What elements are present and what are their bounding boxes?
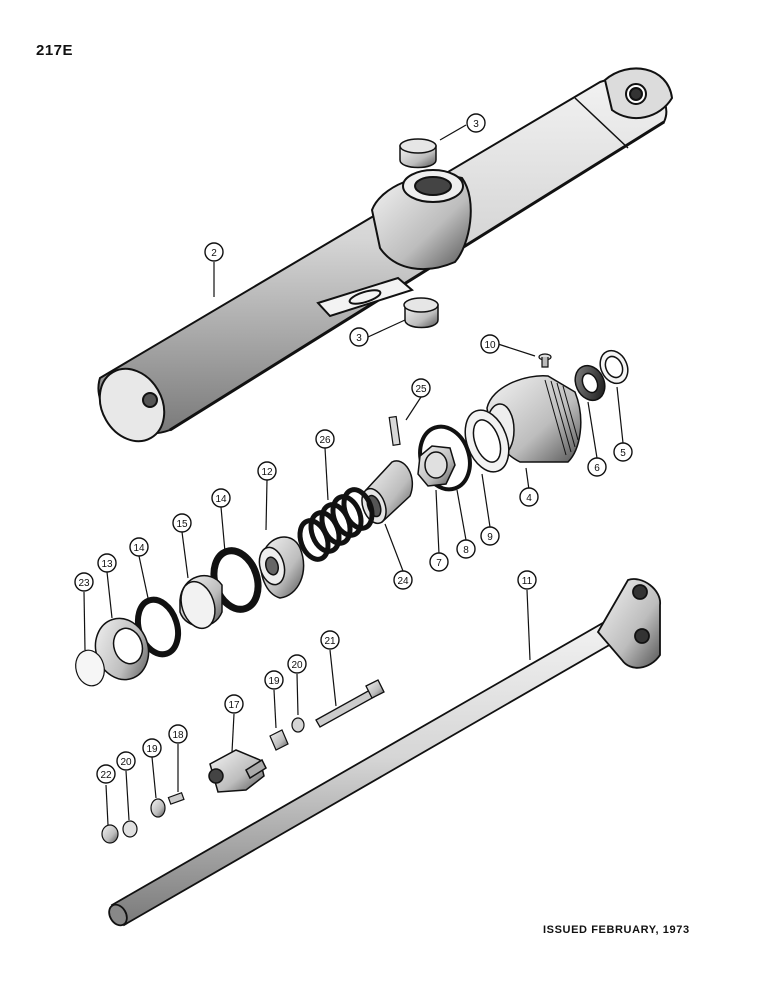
issued-date: ISSUED FEBRUARY, 1973: [543, 924, 690, 936]
callout-bubbles: [74, 113, 633, 784]
callout-13: 13: [101, 559, 113, 570]
nut: [101, 824, 119, 844]
piston-cap: [94, 617, 150, 681]
callout-22: 22: [100, 770, 112, 781]
bolt: [315, 679, 385, 728]
ball-seat-lower: [150, 798, 166, 818]
callout-3b: 3: [356, 333, 362, 344]
callout-10: 10: [484, 340, 496, 351]
packing-nut: [417, 445, 456, 487]
piston-rod: [108, 578, 661, 927]
piston: [258, 536, 305, 599]
callout-20b: 20: [120, 757, 132, 768]
cylinder-tube: [97, 67, 674, 443]
callout-15: 15: [176, 519, 188, 530]
backup-washer: [464, 409, 510, 473]
ball-lower: [122, 820, 138, 838]
callout-5: 5: [620, 448, 626, 459]
fitting-bushing-lower: [403, 297, 439, 329]
callout-24: 24: [397, 576, 409, 587]
callout-6: 6: [594, 463, 600, 474]
callout-2: 2: [211, 248, 217, 259]
callout-14b: 14: [133, 543, 145, 554]
ball-seat-upper: [269, 729, 289, 751]
callout-18: 18: [172, 730, 184, 741]
wiper-seal: [574, 364, 606, 402]
washer: [75, 649, 105, 687]
roll-pin: [388, 415, 401, 446]
callout-26: 26: [319, 435, 331, 446]
leader-lines: [83, 124, 624, 826]
callout-8: 8: [463, 545, 469, 556]
callout-14a: 14: [215, 494, 227, 505]
wear-ring: [179, 575, 223, 630]
callout-3a: 3: [473, 119, 479, 130]
fitting-bushing-upper: [399, 138, 437, 169]
bleeder-body: [208, 749, 267, 793]
callout-labels: 2 3 3 4 5 6 7 8 9 10 11 12 13 14 14 15 1…: [78, 119, 626, 781]
page-number: 217E: [36, 42, 74, 59]
callout-20a: 20: [291, 660, 303, 671]
ball-upper: [291, 717, 305, 733]
spring: [297, 487, 375, 562]
callout-4: 4: [526, 493, 532, 504]
callout-17: 17: [228, 700, 240, 711]
callout-7: 7: [436, 558, 442, 569]
callout-9: 9: [487, 532, 493, 543]
callout-23: 23: [78, 578, 90, 589]
callout-21: 21: [324, 636, 336, 647]
callout-19b: 19: [146, 744, 158, 755]
callout-12: 12: [261, 467, 273, 478]
set-screw: [538, 353, 552, 368]
callout-19a: 19: [268, 676, 280, 687]
callout-11: 11: [522, 576, 533, 587]
pin: [167, 792, 185, 805]
callout-25: 25: [415, 384, 427, 395]
wiper-ring: [599, 349, 629, 385]
